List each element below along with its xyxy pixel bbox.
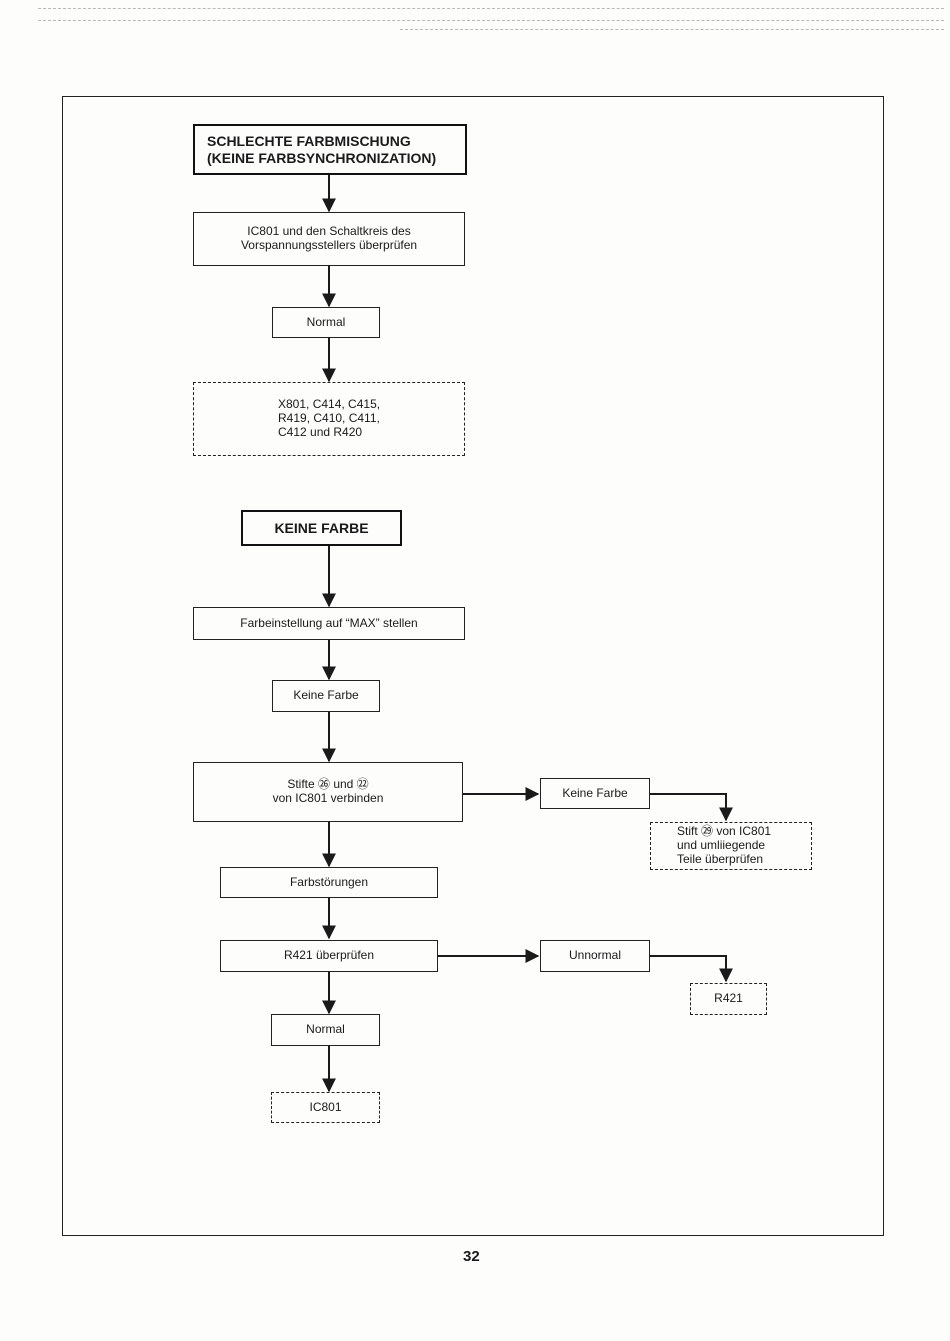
chart2-final-check: IC801 bbox=[271, 1092, 380, 1123]
chart1-step-check-ic801: IC801 und den Schaltkreis des Vorspannun… bbox=[193, 212, 465, 266]
scan-artifact-line bbox=[38, 8, 944, 9]
chart2-result-farbstoerungen: Farbstörungen bbox=[220, 867, 438, 898]
chart2-result-normal: Normal bbox=[271, 1014, 380, 1046]
chart2-branch1-check: Stift ㉙ von IC801 und umliiegende Teile … bbox=[650, 822, 812, 870]
chart2-branch1-result: Keine Farbe bbox=[540, 778, 650, 809]
scan-artifact-line bbox=[38, 20, 944, 21]
chart2-step-check-r421: R421 überprüfen bbox=[220, 940, 438, 972]
chart2-branch2-result: Unnormal bbox=[540, 940, 650, 972]
chart2-step-set-max: Farbeinstellung auf “MAX” stellen bbox=[193, 607, 465, 640]
chart1-title-box: SCHLECHTE FARBMISCHUNG (KEINE FARBSYNCHR… bbox=[193, 124, 467, 175]
page-number: 32 bbox=[463, 1248, 480, 1265]
chart1-result-normal: Normal bbox=[272, 307, 380, 338]
chart1-check-components: X801, C414, C415, R419, C410, C411, C412… bbox=[193, 382, 465, 456]
diagram-frame bbox=[62, 96, 884, 1236]
scan-artifact-line bbox=[400, 29, 944, 30]
chart2-branch2-check: R421 bbox=[690, 983, 767, 1015]
chart2-step-connect-pins: Stifte ㉖ und ㉒ von IC801 verbinden bbox=[193, 762, 463, 822]
chart2-result-keine-farbe: Keine Farbe bbox=[272, 680, 380, 712]
chart2-title-box: KEINE FARBE bbox=[241, 510, 402, 546]
